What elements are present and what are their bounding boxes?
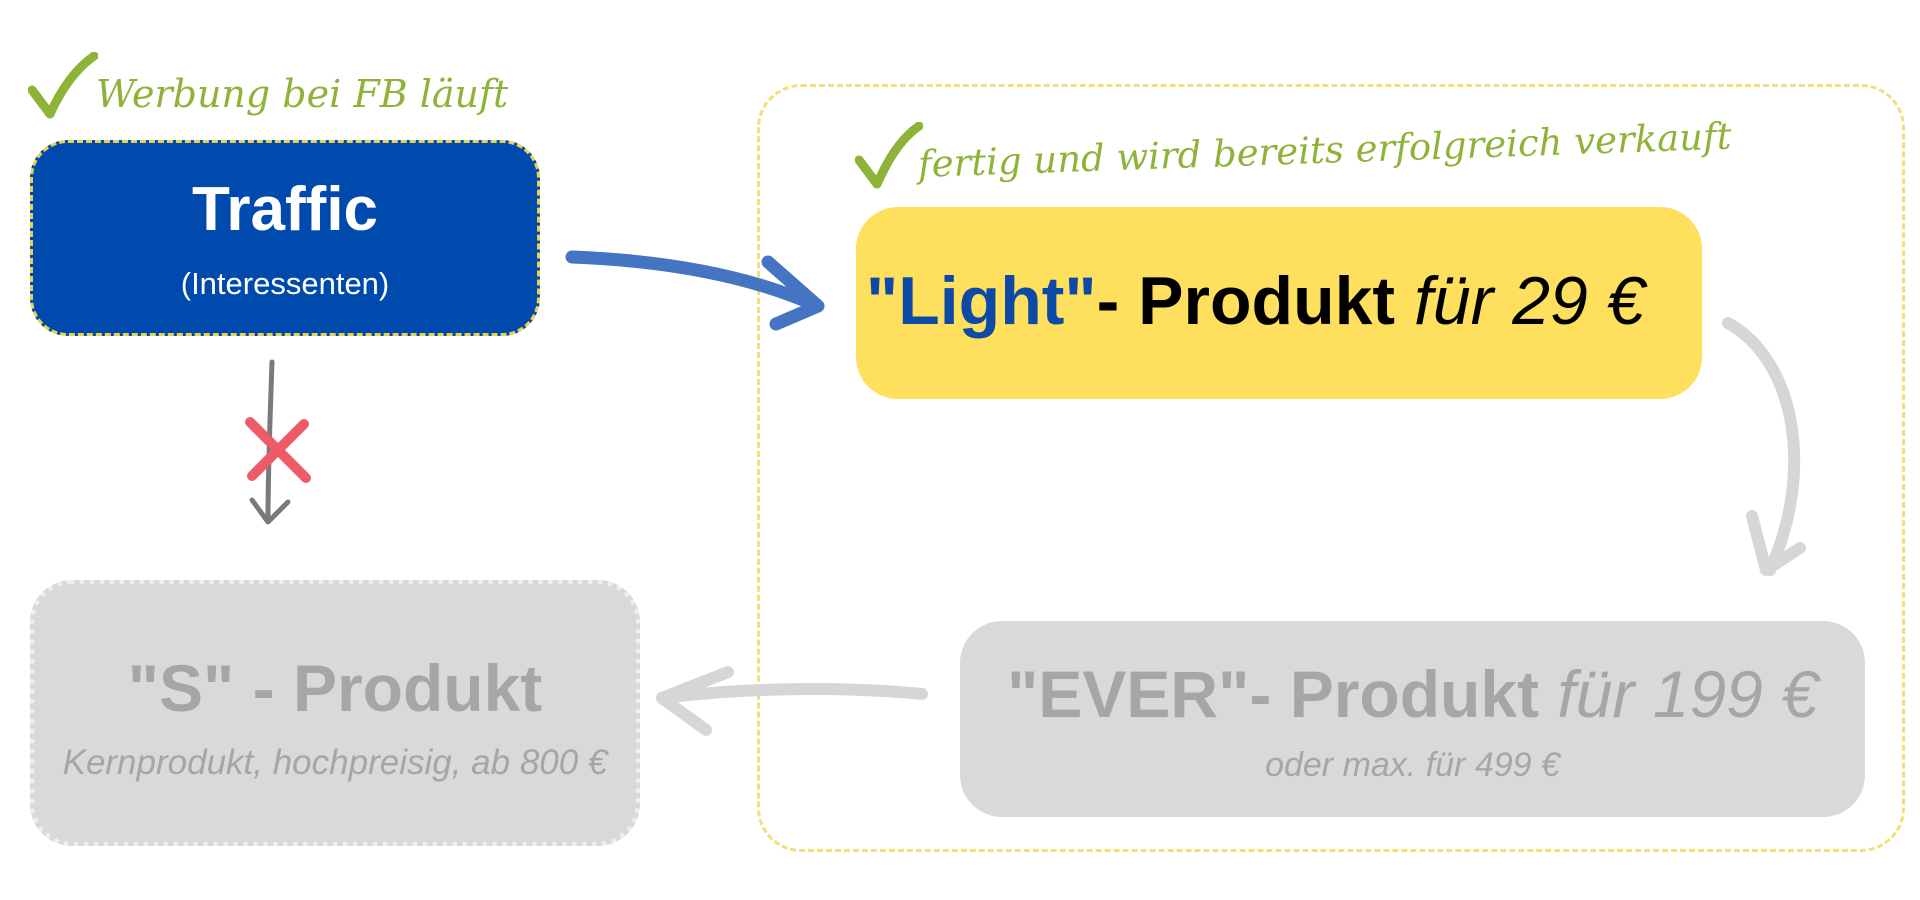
ever-product-price: für 199 € [1539,657,1818,731]
arrow-icon [656,666,928,736]
traffic-subtitle: (Interessenten) [180,266,390,301]
ever-product-suffix: - Produkt [1249,657,1540,731]
s-product-box: "S" - Produkt Kernprodukt, hochpreisig, … [30,580,640,846]
ever-product-subtitle: oder max. für 499 € [1265,746,1560,784]
light-product-name: "Light" [866,263,1097,339]
arrow-icon [565,250,825,331]
light-product-label: "Light"- Produkt für 29 € [866,267,1645,335]
s-product-title: "S" - Produkt [127,651,543,725]
ever-product-name: "EVER" [1007,657,1250,731]
light-product-box: "Light"- Produkt für 29 € [856,207,1702,399]
light-product-price: für 29 € [1395,263,1645,339]
traffic-title: Traffic [191,175,379,244]
funnel-frame [757,84,1905,852]
ever-product-label: "EVER"- Produkt für 199 € [960,661,1865,727]
check-icon [28,52,98,119]
traffic-note: Werbung bei FB läuft [96,72,509,116]
cross-icon [245,417,311,483]
arrow-icon [1722,317,1806,576]
traffic-box: Traffic (Interessenten) [30,140,540,336]
check-icon [855,122,923,189]
ever-product-box: "EVER"- Produkt für 199 € oder max. für … [960,621,1865,817]
s-product-subtitle: Kernprodukt, hochpreisig, ab 800 € [62,743,608,782]
light-product-suffix: - Produkt [1096,263,1396,339]
